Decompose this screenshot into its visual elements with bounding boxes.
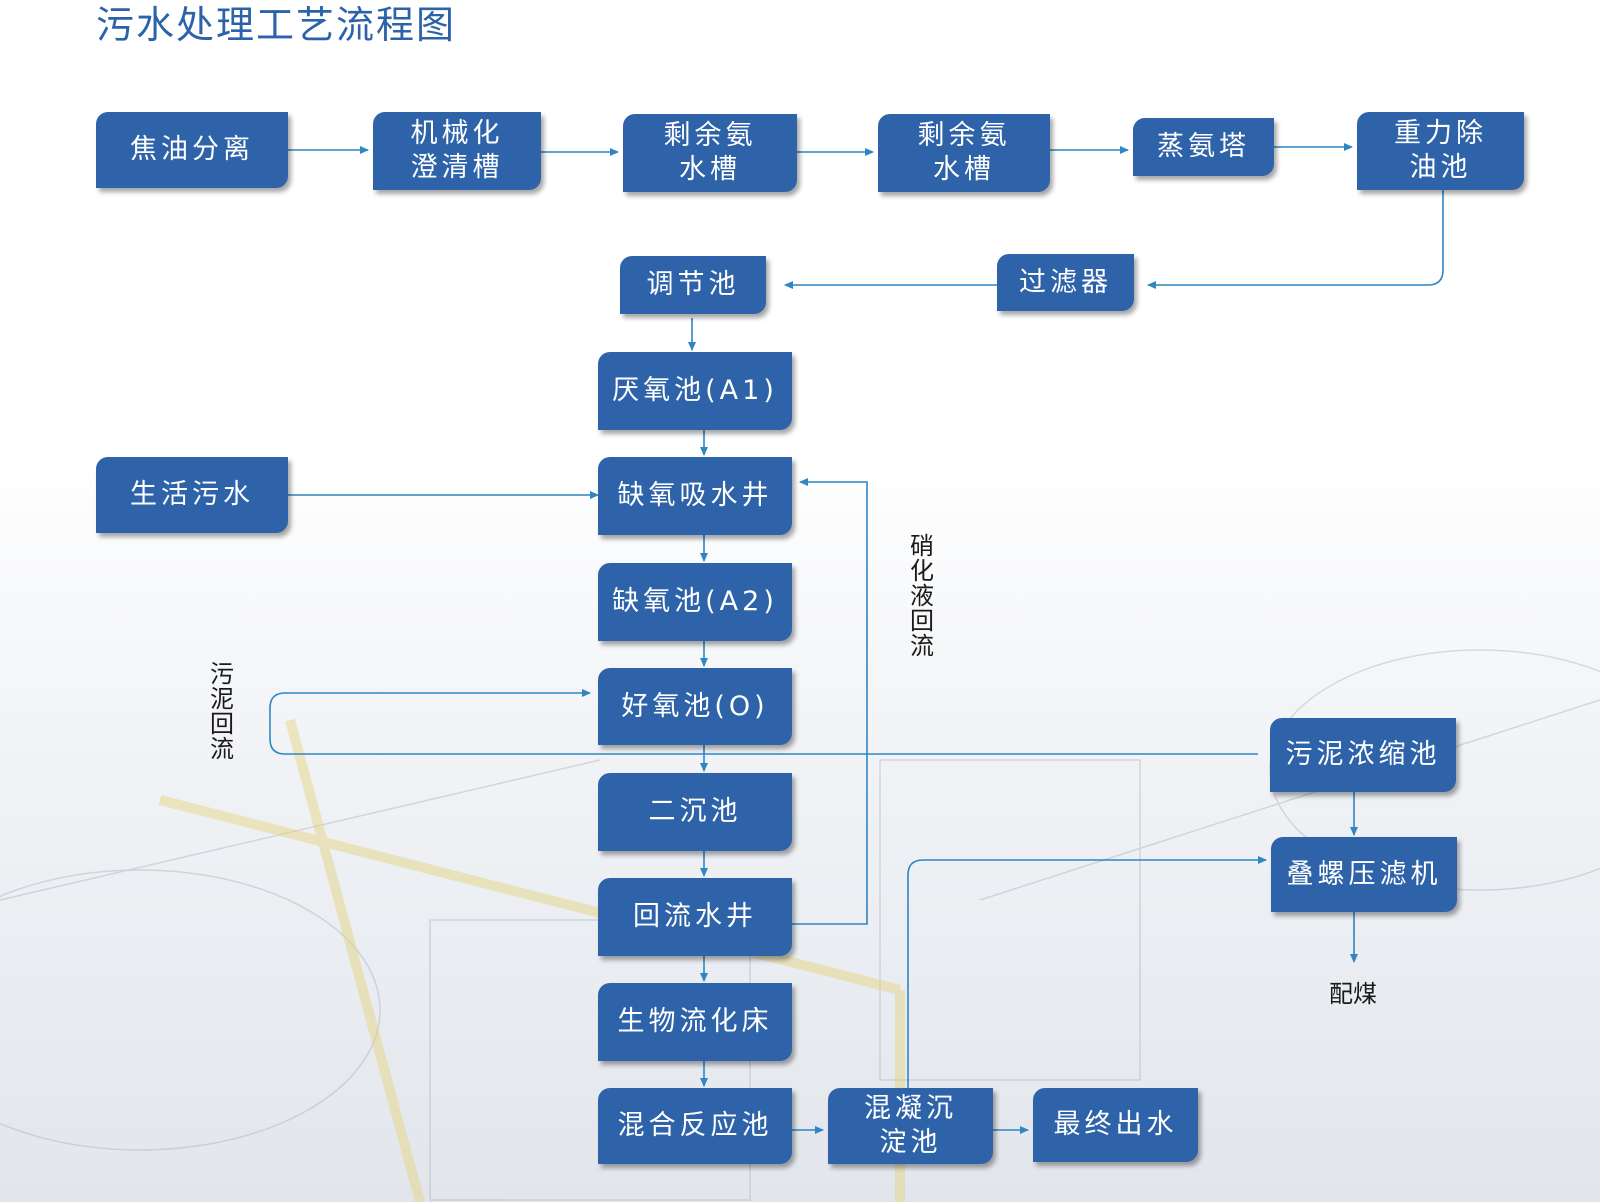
- node-yanyang: 厌氧池(A1): [598, 352, 792, 430]
- label-sludge-return: 污泥回流: [210, 660, 234, 763]
- node-hunhe: 混合反应池: [598, 1088, 792, 1164]
- arrow-zhongli-guolv: [1147, 190, 1444, 289]
- label-nitrified-return: 硝化液回流: [910, 532, 934, 660]
- node-haoyang: 好氧池(O): [598, 668, 792, 745]
- label-peimei: 配煤: [1329, 980, 1377, 1008]
- node-zhengan: 蒸氨塔: [1133, 118, 1274, 176]
- node-jixiehua: 机械化 澄清槽: [373, 112, 541, 190]
- node-guolv: 过滤器: [997, 254, 1134, 311]
- node-shengyu2: 剩余氨 水槽: [878, 114, 1050, 192]
- node-dieluo: 叠螺压滤机: [1271, 837, 1457, 912]
- node-zuizhong: 最终出水: [1033, 1088, 1198, 1162]
- node-huiliu: 回流水井: [598, 878, 792, 956]
- node-erchen: 二沉池: [598, 773, 792, 851]
- node-hunning: 混凝沉 淀池: [828, 1088, 993, 1164]
- node-tiaojie: 调节池: [620, 256, 766, 314]
- page-title: 污水处理工艺流程图: [96, 3, 457, 47]
- node-jiaoyou: 焦油分离: [96, 112, 288, 188]
- arrow-hunning-dieluo: [907, 856, 1267, 1088]
- node-queyangjing: 缺氧吸水井: [598, 457, 792, 535]
- arrow-nitrified-return: [792, 478, 868, 925]
- node-queyang: 缺氧池(A2): [598, 563, 792, 641]
- node-shengwu: 生物流化床: [598, 983, 792, 1061]
- node-shengyu1: 剩余氨 水槽: [623, 114, 797, 192]
- node-shenghuo: 生活污水: [96, 457, 288, 533]
- arrow-sludge-return: [269, 689, 1258, 755]
- node-wuninongsuo: 污泥浓缩池: [1270, 718, 1456, 792]
- node-zhongli: 重力除 油池: [1357, 112, 1524, 190]
